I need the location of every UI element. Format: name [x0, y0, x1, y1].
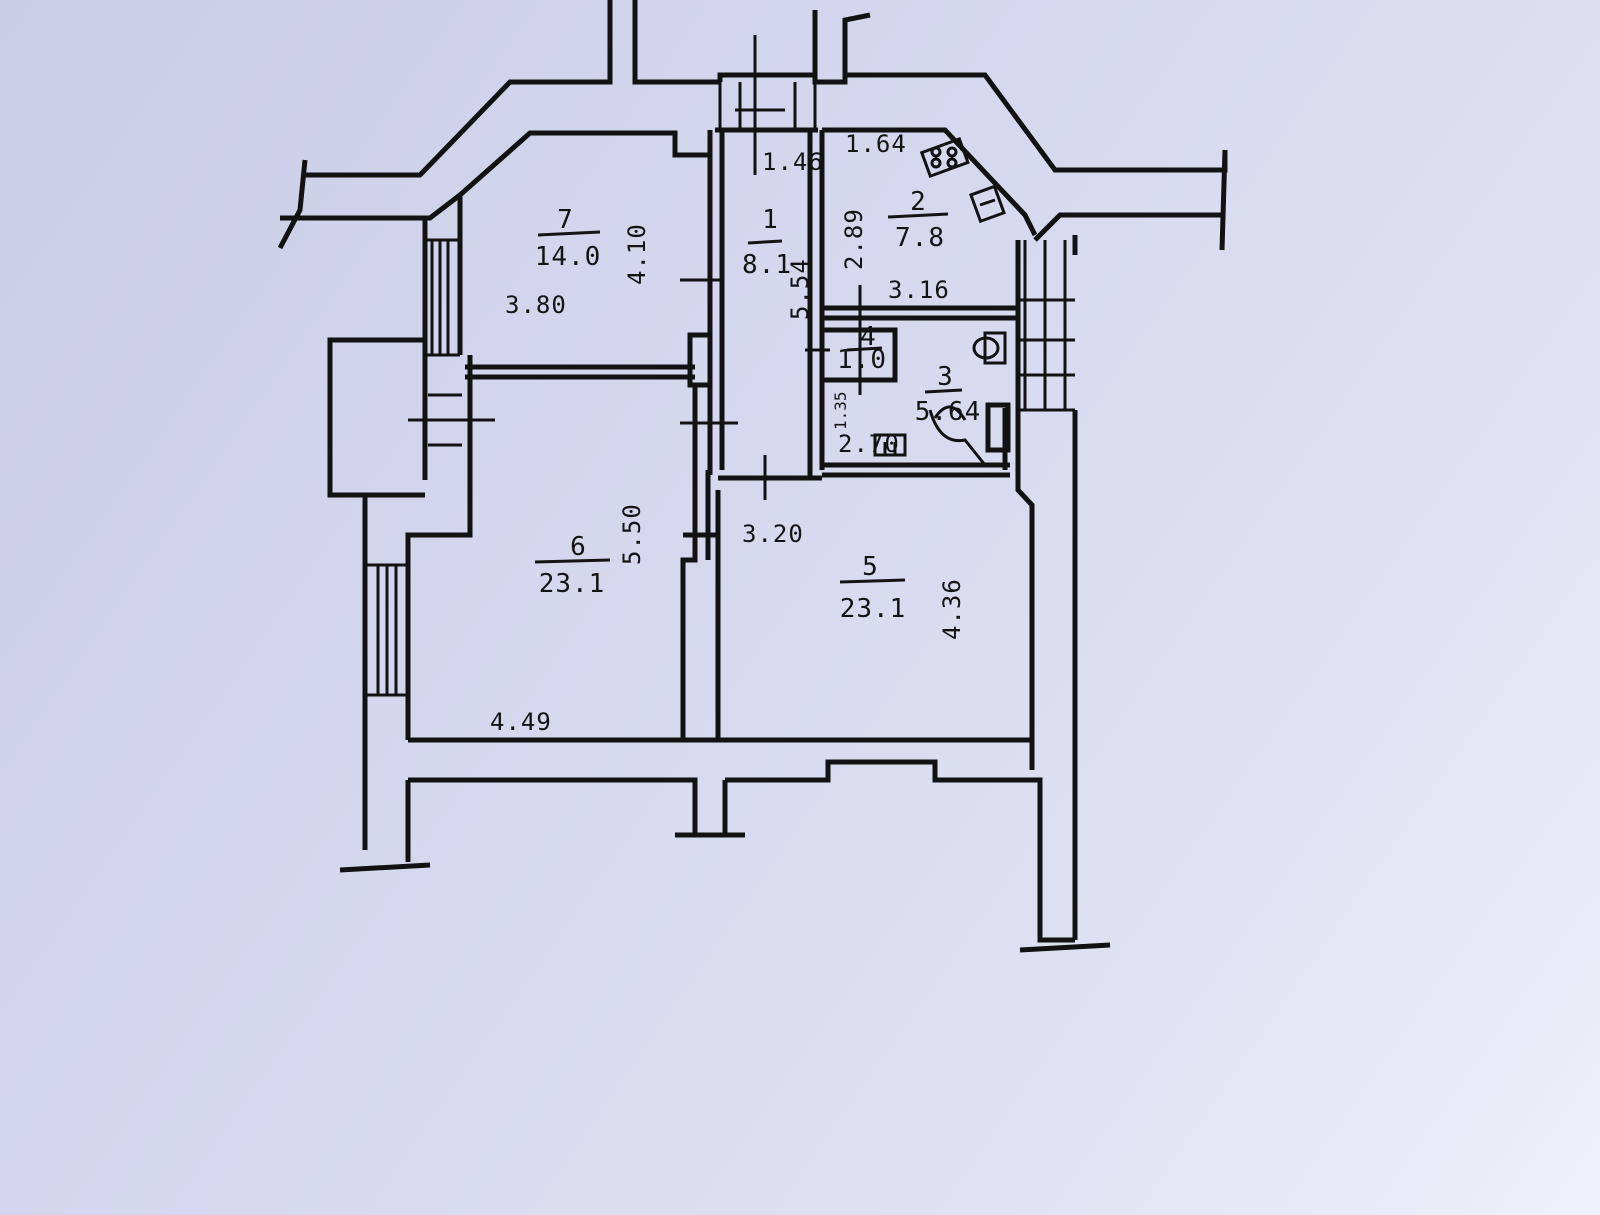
bathtub-icon — [928, 405, 987, 466]
dim-2-89: 2.89 — [840, 208, 868, 270]
dim-4-36: 4.36 — [938, 578, 966, 640]
dim-4-10: 4.10 — [623, 223, 651, 285]
room-1: 1 8.1 — [742, 205, 792, 280]
dim-3-20: 3.20 — [742, 520, 804, 548]
dim-4-49: 4.49 — [490, 708, 552, 736]
dim-5-54: 5.54 — [786, 258, 814, 320]
room-7: 7 14.0 — [535, 205, 602, 272]
room-4-number: 4 — [860, 322, 876, 352]
room-7-area: 14.0 — [535, 242, 602, 272]
room-7-number: 7 — [557, 205, 573, 235]
room-6-area: 23.1 — [539, 569, 606, 599]
dim-3-80: 3.80 — [505, 291, 567, 319]
room-5: 5 23.1 — [840, 552, 907, 624]
window-top — [718, 82, 817, 130]
dim-1-46: 1.46 — [762, 148, 824, 176]
dim-3-16: 3.16 — [888, 276, 950, 304]
room-4-area: 1.0 — [837, 345, 887, 375]
exterior-walls — [277, 0, 1228, 953]
room-6: 6 23.1 — [534, 532, 611, 599]
window-right — [1018, 240, 1075, 412]
room-3-area: 5.64 — [915, 397, 982, 427]
washbasin-icon — [873, 433, 907, 457]
room-3-number: 3 — [937, 362, 953, 392]
room-1-area: 8.1 — [742, 250, 792, 280]
stove-icon — [919, 137, 970, 179]
room-6-number: 6 — [570, 532, 586, 562]
room-3: 3 5.64 — [915, 362, 982, 427]
dimension-labels: 1.46 1.64 3.16 3.80 4.49 3.20 2.70 4.10 … — [490, 130, 966, 736]
window-left-upper — [425, 238, 460, 357]
dim-1-35: 1.35 — [831, 391, 850, 430]
room-2-number: 2 — [910, 187, 926, 217]
dim-5-50: 5.50 — [618, 503, 646, 565]
dim-1-64: 1.64 — [845, 130, 907, 158]
dim-2-70: 2.70 — [838, 430, 900, 458]
room-1-number: 1 — [762, 205, 778, 235]
interior-walls — [465, 127, 1018, 740]
toilet-icon — [972, 331, 1007, 365]
sink-icon — [969, 184, 1006, 224]
dimension-ticks — [408, 35, 862, 500]
room-5-number: 5 — [862, 552, 878, 582]
room-5-area: 23.1 — [840, 594, 907, 624]
room-2-area: 7.8 — [895, 223, 945, 253]
room-2: 2 7.8 — [887, 187, 949, 253]
room-4: 4 1.0 — [837, 322, 887, 375]
window-left-lower — [365, 563, 408, 697]
